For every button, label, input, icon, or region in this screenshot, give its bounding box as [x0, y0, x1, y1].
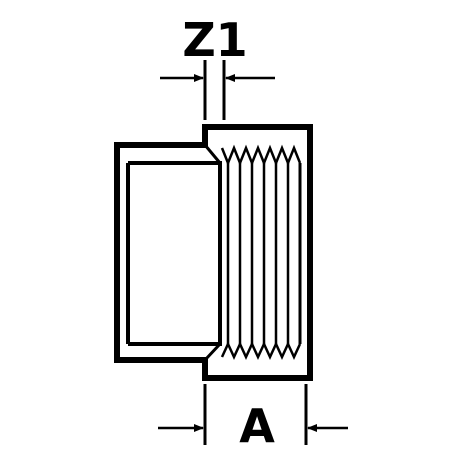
fitting-outline: [114, 124, 313, 381]
step-top: [203, 144, 222, 164]
step-bottom: [203, 342, 222, 362]
thread-crest-top: [220, 144, 302, 167]
thread-crest-bottom: [220, 341, 302, 360]
a-label: A: [239, 399, 275, 453]
z1-label: Z1: [182, 13, 247, 67]
internal-thread: [220, 144, 302, 360]
socket-bore: [128, 161, 222, 346]
